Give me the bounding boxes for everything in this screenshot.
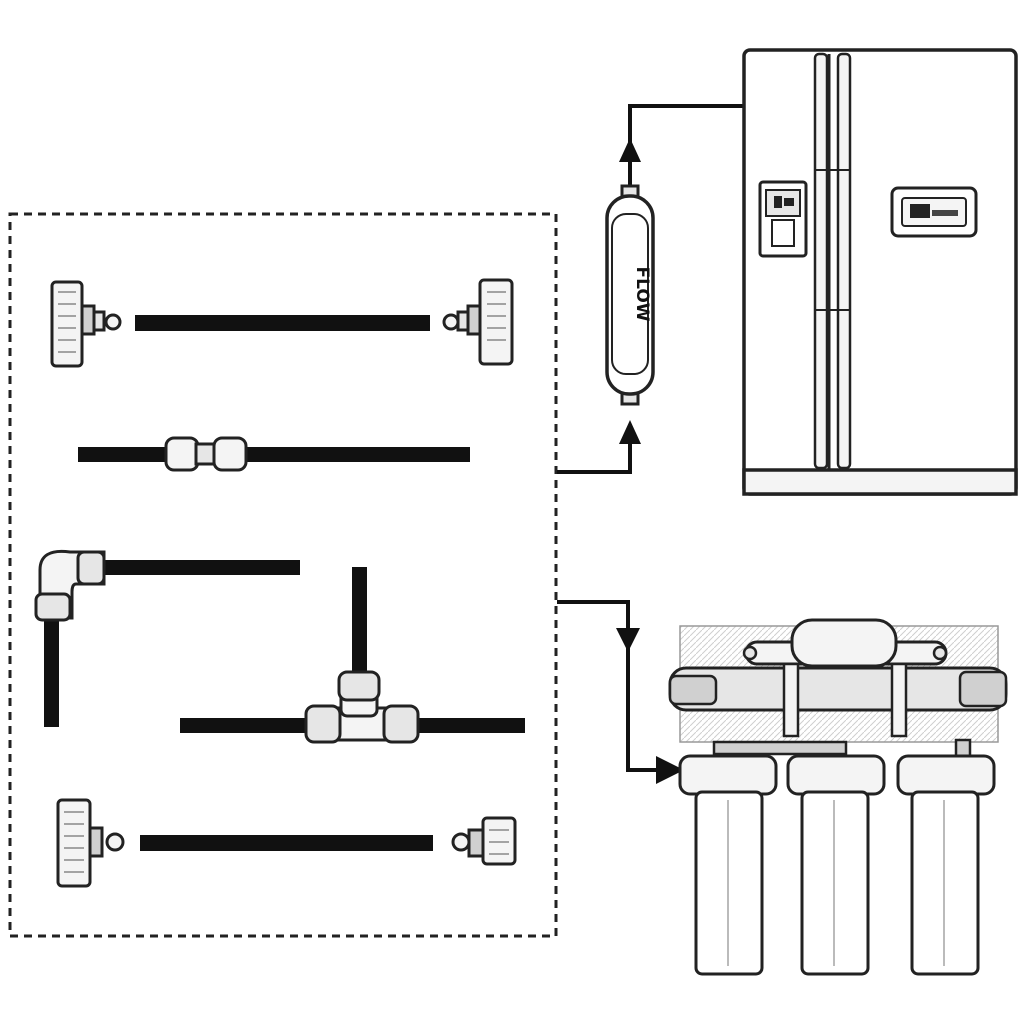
fridge-badge [890, 186, 978, 238]
tubing [140, 835, 433, 851]
arrow-up-into-filter [619, 420, 641, 444]
tube-with-valves-top [50, 278, 514, 368]
water-dispenser [758, 180, 808, 258]
tee-connector [180, 567, 525, 744]
tube-with-valves-bottom [56, 798, 517, 888]
parts-box-border [8, 212, 558, 938]
tubing [98, 560, 300, 575]
refrigerator-icon [742, 48, 1018, 496]
fridge-base [742, 468, 1018, 496]
ro-filter-system-icon [668, 618, 1008, 976]
arrow-down-to-ro [616, 628, 640, 652]
inline-flow-filter-icon: FLOW [605, 184, 655, 406]
filter-canister-1 [678, 754, 778, 976]
straight-union-connector [78, 436, 470, 472]
filter-canister-2 [786, 754, 886, 976]
tubing [78, 447, 470, 462]
arrow-up-out-of-filter [619, 138, 641, 162]
elbow-connector [34, 549, 300, 727]
flow-label: FLOW [632, 266, 652, 321]
line-to-ro-system [557, 600, 668, 772]
tubing [135, 315, 430, 331]
filter-canister-3 [896, 754, 996, 976]
tubing [352, 567, 367, 679]
valve-right-icon [442, 278, 514, 366]
line-to-refrigerator [628, 104, 744, 190]
valve-left-icon [50, 280, 122, 368]
arrow-right-into-ro [656, 756, 684, 784]
valve-right-icon [451, 816, 517, 866]
line-to-inline-filter [557, 436, 632, 474]
valve-left-icon [56, 798, 125, 888]
flow-arrow-icon [616, 138, 684, 784]
parts-box [8, 212, 558, 938]
tubing [44, 620, 59, 727]
